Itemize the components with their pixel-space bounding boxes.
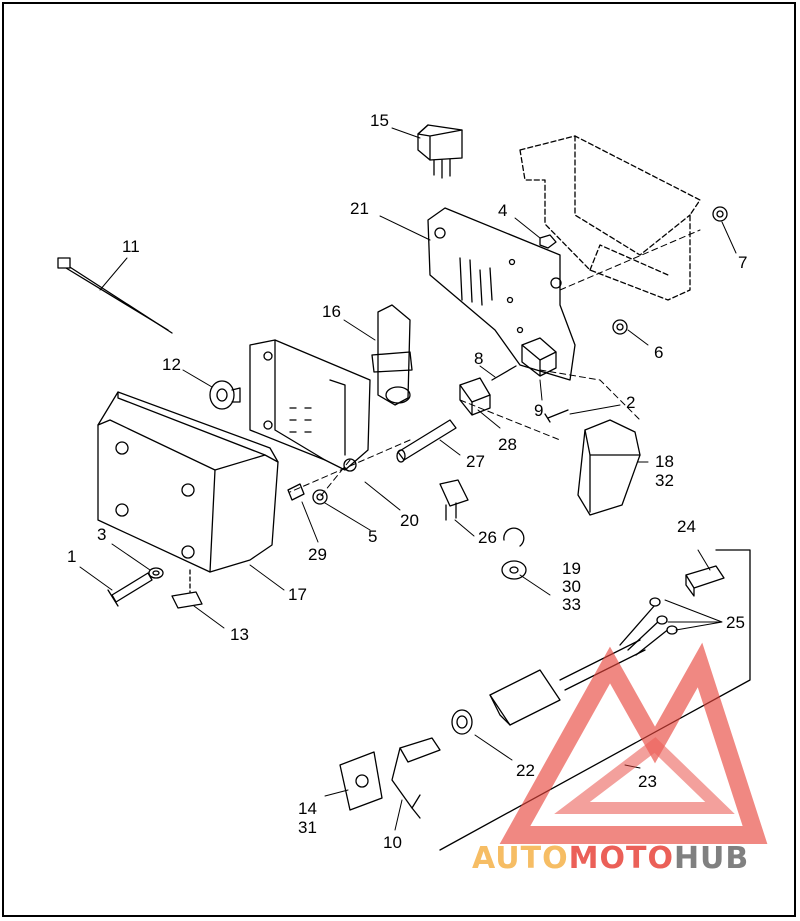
svg-text:AUTOMOTOHUB: AUTOMOTOHUB	[472, 841, 749, 876]
callout-30: 30	[562, 577, 581, 596]
sensor-cable-part	[489, 597, 678, 726]
mounting-bracket-upper	[519, 135, 701, 301]
callout-26: 26	[478, 528, 497, 547]
watermark-text-hub: HUB	[674, 841, 749, 876]
callout-11: 11	[122, 237, 140, 256]
watermark-text-auto: AUTO	[472, 841, 569, 876]
callout-14: 14	[298, 799, 317, 818]
nut-part-6	[612, 319, 628, 335]
callout-31: 31	[298, 818, 317, 837]
callout-10: 10	[383, 833, 402, 852]
callout-8: 8	[474, 349, 483, 368]
cable-tie-part	[57, 257, 173, 334]
grommet-part	[209, 380, 241, 410]
callout-15: 15	[370, 111, 389, 130]
callout-32: 32	[655, 471, 674, 490]
callout-33: 33	[562, 595, 581, 614]
callout-21: 21	[350, 199, 369, 218]
pin-part	[491, 365, 517, 381]
callout-3: 3	[97, 525, 106, 544]
nut-part-22	[451, 709, 473, 735]
callout-16: 16	[322, 302, 341, 321]
stud-part	[396, 419, 457, 463]
circuit-breaker-bracket	[249, 339, 371, 472]
clamp-part	[371, 304, 413, 406]
terminal-part	[501, 527, 527, 580]
callout-18: 18	[655, 452, 674, 471]
callout-27: 27	[466, 452, 485, 471]
callout-25: 25	[726, 613, 745, 632]
callout-23: 23	[638, 772, 657, 791]
callout-13: 13	[230, 625, 249, 644]
fuse-holder-part	[577, 419, 641, 516]
watermark-text-moto: MOTO	[569, 841, 674, 876]
callout-28: 28	[498, 435, 517, 454]
callout-7: 7	[738, 253, 747, 272]
callout-12: 12	[162, 355, 181, 374]
screw-part-1	[107, 572, 153, 607]
connector-part-24	[685, 565, 725, 597]
watermark-triangle-inner	[554, 737, 735, 814]
callout-19: 19	[562, 559, 581, 578]
callout-9: 9	[534, 401, 543, 420]
connector-part-9	[521, 337, 557, 377]
watermark-logo: AUTOMOTOHUB	[472, 642, 768, 876]
sensor-bracket-part	[391, 737, 441, 819]
nut-part-7	[712, 206, 728, 222]
callout-29: 29	[308, 545, 327, 564]
pad-part	[171, 591, 203, 609]
gasket-part	[339, 751, 383, 811]
washer-part-3	[148, 567, 164, 579]
relay-part-26	[439, 479, 469, 521]
callout-24: 24	[677, 517, 696, 536]
callout-4: 4	[498, 201, 507, 220]
nut-part-5	[312, 489, 328, 505]
callout-2: 2	[626, 393, 635, 412]
screw-part-2	[544, 409, 569, 423]
callout-17: 17	[288, 585, 307, 604]
callout-20: 20	[400, 511, 419, 530]
callout-1: 1	[67, 547, 76, 566]
callout-5: 5	[368, 527, 377, 546]
callout-22: 22	[516, 761, 535, 780]
callout-6: 6	[654, 343, 663, 362]
connector-part	[459, 377, 491, 416]
cover-part	[97, 391, 279, 573]
watermark-triangle-outer	[499, 642, 768, 844]
mounting-plate	[427, 207, 576, 381]
nut-part-4	[539, 234, 557, 249]
relay-part	[417, 124, 463, 179]
